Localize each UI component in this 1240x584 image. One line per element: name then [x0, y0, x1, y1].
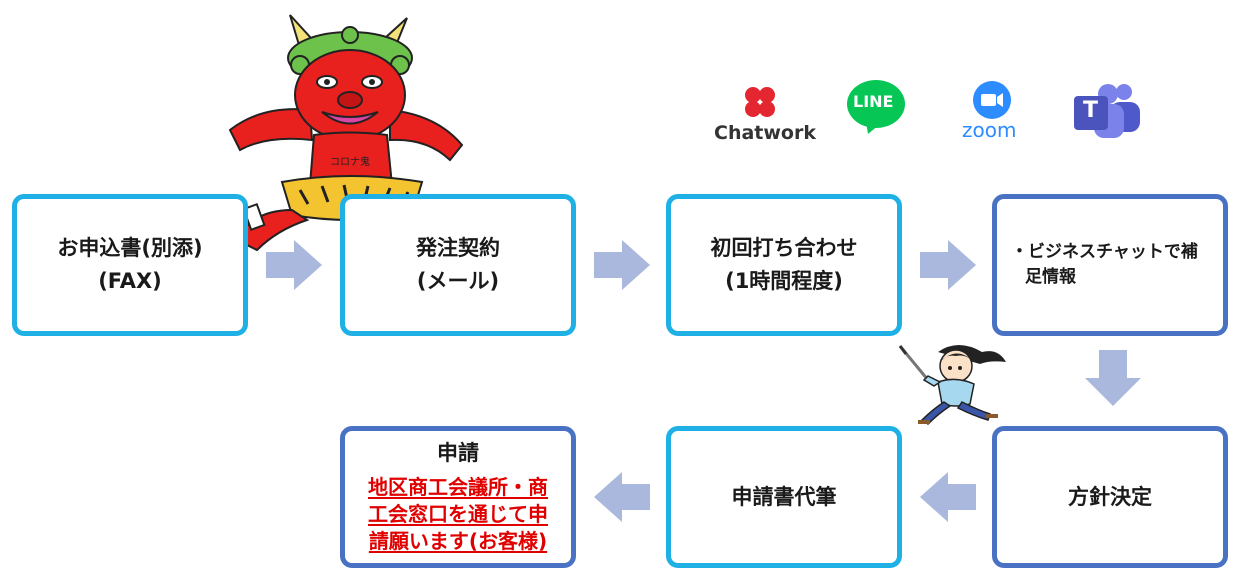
- step1-line1: お申込書(別添): [57, 236, 203, 261]
- step4-line1: ・ビジネスチャットで補: [1011, 242, 1198, 263]
- oni-mascot-illustration: コロナ鬼: [228, 14, 464, 279]
- step-application-form: お申込書(別添) (FAX): [12, 194, 248, 336]
- arrow-left-2: [594, 472, 650, 522]
- line-label: LINE: [853, 92, 894, 111]
- step6-line1: 申請書代筆: [731, 484, 837, 509]
- zoom-logo: zoom: [958, 80, 1028, 142]
- step3-line2: (1時間程度): [725, 269, 843, 293]
- arrow-down: [1085, 350, 1141, 406]
- arrow-left-1: [920, 472, 976, 522]
- step7-note-line2: 工会窓口を通じて申: [368, 501, 548, 526]
- zoom-label: zoom: [962, 118, 1017, 142]
- teams-people-icon: [1074, 84, 1140, 138]
- teams-logo: T: [1072, 82, 1144, 140]
- step-policy-decision: 方針決定: [992, 426, 1228, 568]
- step-order-contract: 発注契約 (メール): [340, 194, 576, 336]
- arrow-right-1: [266, 240, 322, 290]
- step2-line2: (メール): [416, 269, 500, 293]
- step7-note-line3: 請願います(お客様): [368, 528, 548, 553]
- teams-label: T: [1083, 98, 1099, 123]
- arrow-right-3: [920, 240, 976, 290]
- arrow-right-2: [594, 240, 650, 290]
- step7-note-line1: 地区商工会議所・商: [368, 474, 548, 499]
- step-application: 申請 地区商工会議所・商 工会窓口を通じて申 請願います(お客様): [340, 426, 576, 568]
- samurai-mascot-illustration: [898, 345, 1006, 425]
- step4-line2: 足情報: [1025, 267, 1076, 287]
- chatwork-logo: Chatwork: [712, 84, 816, 144]
- chatwork-icon: [745, 87, 775, 117]
- step7-title: 申請: [437, 441, 479, 465]
- step-initial-meeting: 初回打ち合わせ (1時間程度): [666, 194, 902, 336]
- oni-belt-text: コロナ鬼: [330, 155, 370, 168]
- line-icon: [847, 80, 905, 134]
- step2-line1: 発注契約: [416, 236, 500, 261]
- step1-line2: (FAX): [98, 269, 162, 293]
- step3-line1: 初回打ち合わせ: [710, 236, 858, 261]
- chatwork-label: Chatwork: [714, 122, 816, 144]
- step5-line1: 方針決定: [1068, 484, 1152, 509]
- step-ghostwriting: 申請書代筆: [666, 426, 902, 568]
- step-business-chat: ・ビジネスチャットで補 足情報: [992, 194, 1228, 336]
- zoom-camera-icon: [973, 81, 1011, 119]
- line-logo: LINE: [846, 78, 906, 138]
